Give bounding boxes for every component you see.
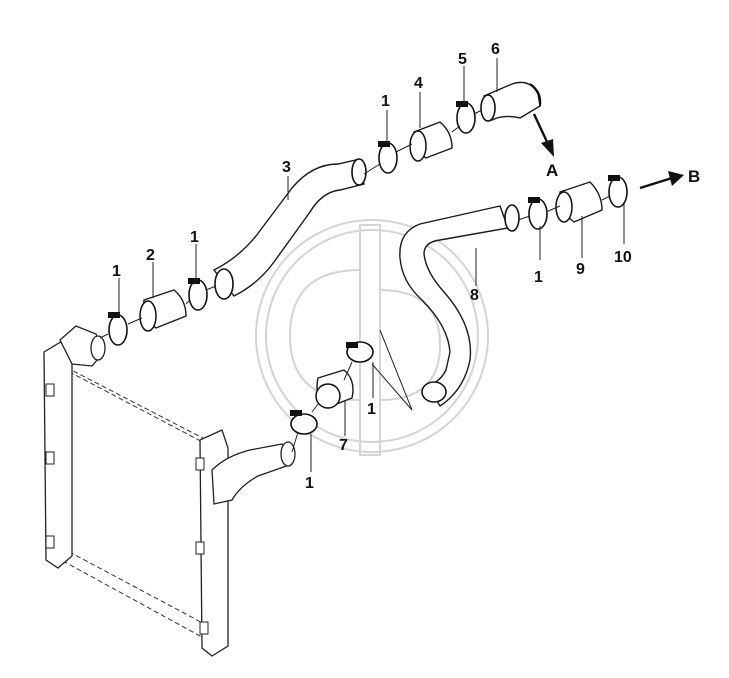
coupler-9 bbox=[555, 181, 603, 223]
clamp-1-left bbox=[108, 312, 128, 346]
clamp-5 bbox=[456, 101, 476, 134]
intercooler-radiator bbox=[43, 325, 296, 657]
clamp-1-mid bbox=[188, 278, 208, 311]
assembly-axis-lines bbox=[99, 109, 611, 453]
callout-5: 5 bbox=[458, 51, 467, 68]
callout-a: A bbox=[546, 161, 558, 180]
callout-10: 10 bbox=[614, 249, 632, 266]
callout-1: 1 bbox=[381, 93, 390, 110]
callout-6: 6 bbox=[491, 41, 500, 58]
callout-1: 1 bbox=[367, 401, 376, 418]
clamp-1-top bbox=[378, 141, 398, 174]
elbow-6 bbox=[480, 81, 542, 122]
clamp-1-lower-left bbox=[290, 410, 318, 435]
callout-7: 7 bbox=[339, 437, 348, 454]
callout-leaders bbox=[118, 58, 625, 472]
arrow-a bbox=[532, 113, 554, 157]
callout-1: 1 bbox=[112, 263, 121, 280]
callout-4: 4 bbox=[414, 75, 423, 92]
callout-9: 9 bbox=[576, 261, 585, 278]
callout-1: 1 bbox=[534, 269, 543, 286]
callout-2: 2 bbox=[146, 247, 155, 264]
watermark-logo bbox=[255, 219, 489, 456]
clamp-1-lower-mid bbox=[346, 341, 374, 363]
callout-1: 1 bbox=[305, 475, 314, 492]
arrow-b bbox=[639, 171, 684, 190]
callout-1: 1 bbox=[190, 229, 199, 246]
callout-8: 8 bbox=[470, 287, 479, 304]
coupler-7 bbox=[315, 369, 354, 409]
callout-3: 3 bbox=[282, 159, 291, 176]
clamp-10 bbox=[608, 175, 628, 208]
coupler-4 bbox=[409, 121, 453, 162]
callout-labels: 1 2 1 3 1 4 5 6 A B 1 8 9 10 1 7 1 bbox=[112, 41, 700, 492]
hose-8 bbox=[399, 204, 520, 407]
coupler-2 bbox=[139, 289, 187, 332]
hose-3 bbox=[212, 158, 367, 300]
callout-b: B bbox=[688, 167, 700, 186]
clamp-1-right bbox=[528, 197, 548, 230]
